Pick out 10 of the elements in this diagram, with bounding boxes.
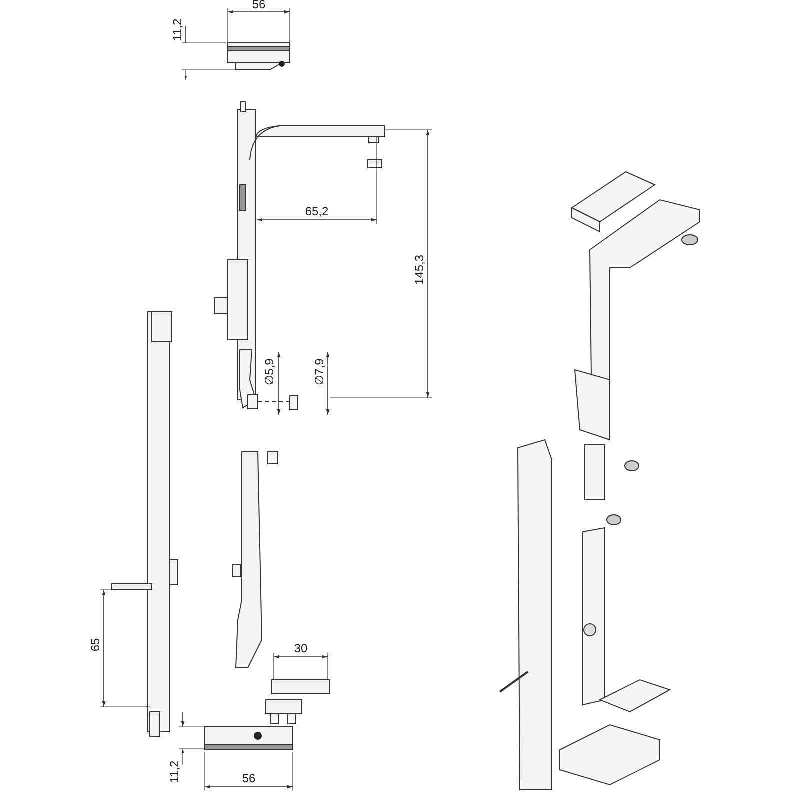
dimension-label: 11,2 xyxy=(172,18,184,42)
dimension-label: 56 xyxy=(241,772,257,786)
dimension-label: 145,3 xyxy=(414,254,426,286)
dimension-label: 11,2 xyxy=(168,760,182,784)
dimension-label: 65,2 xyxy=(304,206,330,218)
dimension-label: 65 xyxy=(90,637,102,653)
dimension-label: ∅7,9 xyxy=(314,358,326,386)
dimension-label: 56 xyxy=(251,0,267,12)
dimension-label: ∅5,9 xyxy=(264,358,276,386)
dimension-label: 30 xyxy=(293,642,309,656)
